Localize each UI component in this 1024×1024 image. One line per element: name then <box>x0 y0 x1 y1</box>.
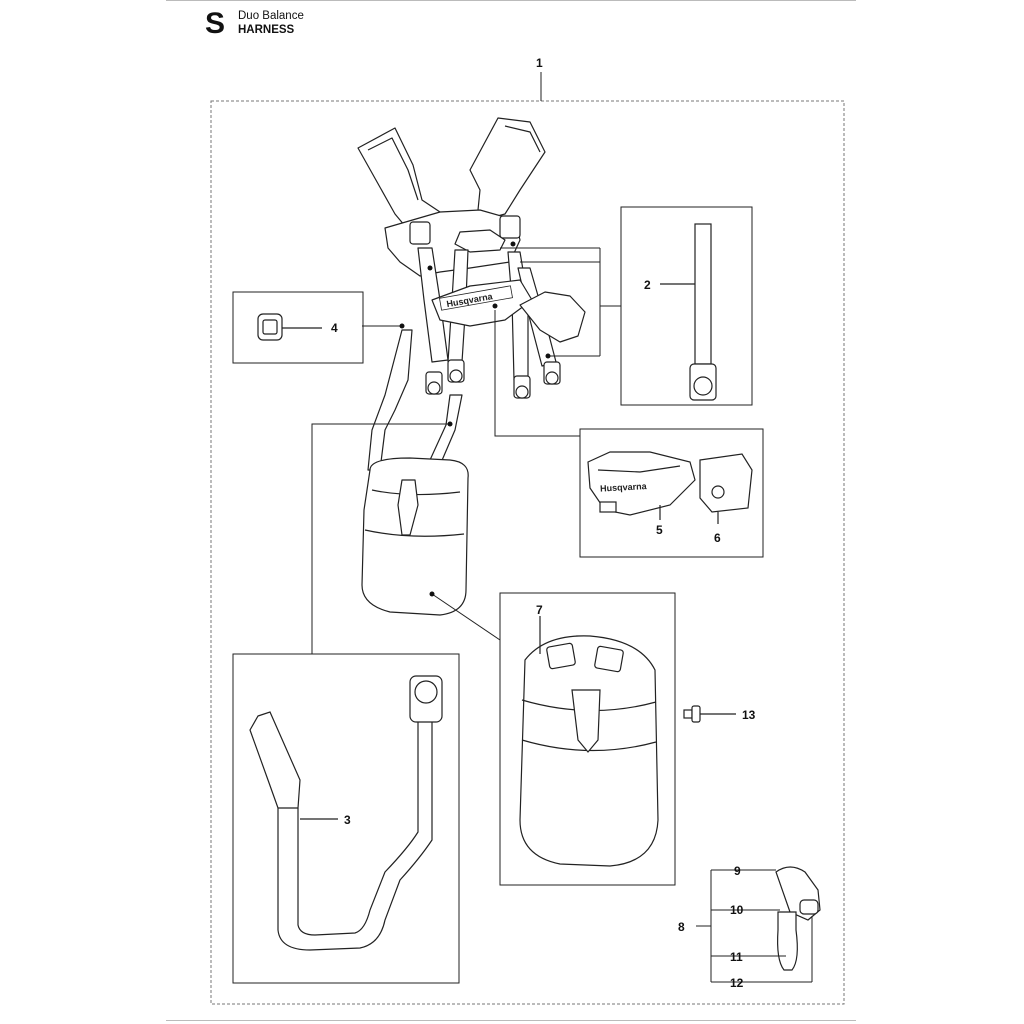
svg-text:Husqvarna: Husqvarna <box>600 481 648 493</box>
footer-rule <box>166 1020 856 1021</box>
part-box-3 <box>232 653 460 984</box>
clip-part-6 <box>699 453 753 524</box>
buckle-part-4 <box>257 313 322 341</box>
harness-illustration <box>357 117 586 616</box>
hip-pad-part-7 <box>519 616 659 867</box>
callout-13: 13 <box>742 708 756 722</box>
callout-4: 4 <box>331 321 338 335</box>
hip-strap-part-3 <box>249 675 443 951</box>
callout-10: 10 <box>730 903 744 917</box>
chest-plate-part-5 <box>587 451 696 520</box>
part-box-2 <box>620 206 753 406</box>
page-title-line1: Duo Balance <box>238 10 304 22</box>
part-box-5-6 <box>579 428 764 558</box>
husqvarna-logo-part5: Husqvarna <box>600 481 648 493</box>
hook-assembly-part-8 <box>775 866 821 971</box>
callout-11: 11 <box>730 950 743 964</box>
assembly-dashed-frame <box>210 100 845 1005</box>
callout-8: 8 <box>678 920 685 934</box>
callout-7: 7 <box>536 603 543 617</box>
callout-3: 3 <box>344 813 351 827</box>
part-box-4 <box>232 291 364 364</box>
page-title-line2: HARNESS <box>238 24 295 36</box>
part-box-7 <box>499 592 676 886</box>
callout-5: 5 <box>656 523 663 537</box>
callout-6: 6 <box>714 531 721 545</box>
callout-2: 2 <box>644 278 651 292</box>
callout-9: 9 <box>734 864 741 878</box>
screw-part-13 <box>683 705 736 723</box>
callout-12: 12 <box>730 976 744 990</box>
callout-1: 1 <box>536 56 543 70</box>
section-letter: S <box>205 7 226 40</box>
strap-part-2 <box>660 223 717 401</box>
header-rule <box>166 0 856 1</box>
